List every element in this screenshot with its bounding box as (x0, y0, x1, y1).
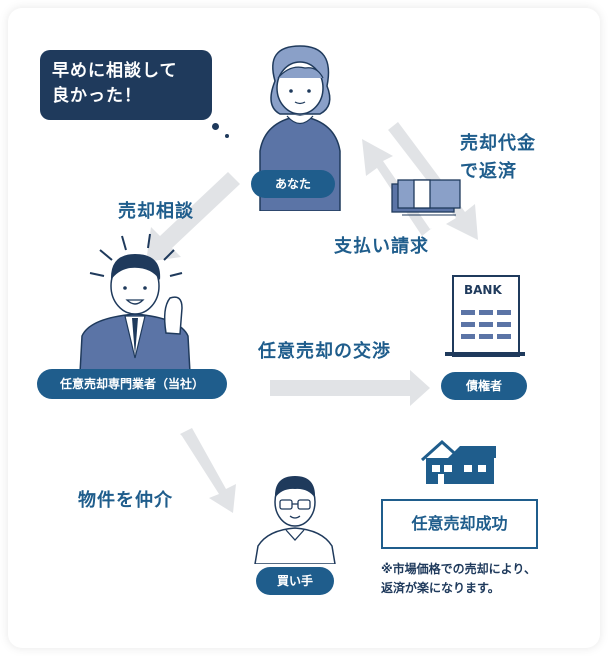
consult-label: 売却相談 (118, 201, 194, 222)
success-box: 任意売却成功 (381, 499, 538, 549)
bubble-dot-small (225, 134, 229, 138)
house-icon (420, 439, 496, 484)
repay-line-1: 売却代金 (460, 133, 536, 154)
speech-bubble: 早めに相談して 良かった！ (40, 50, 212, 120)
negotiate-arrow (270, 370, 430, 406)
speech-line-2: 良かった！ (52, 86, 142, 106)
consult-arrow (146, 172, 240, 262)
bank-sign: BANK (464, 283, 502, 297)
bank-building-icon (445, 275, 525, 357)
repay-label: 売却代金 で返済 (460, 130, 536, 186)
person-agent-icon (79, 233, 191, 373)
node-buyer: 買い手 (256, 567, 334, 595)
broker-arrow (180, 428, 236, 513)
negotiate-label: 任意売却の交渉 (258, 341, 391, 362)
node-agent: 任意売却専門業者（当社） (37, 369, 227, 399)
note-line-1: ※市場価格での売却により、 (381, 562, 536, 576)
money-icon (391, 179, 461, 216)
node-bank: 債権者 (441, 372, 527, 400)
result-note: ※市場価格での売却により、 返済が楽になります。 (381, 560, 536, 598)
speech-line-1: 早めに相談して (52, 61, 178, 81)
request-label: 支払い請求 (334, 236, 429, 257)
note-line-2: 返済が楽になります。 (381, 581, 500, 595)
broker-label: 物件を仲介 (78, 490, 173, 511)
bubble-dot-large (212, 123, 219, 130)
repay-line-2: で返済 (460, 161, 517, 182)
node-you: あなた (251, 170, 335, 198)
person-buyer-icon (254, 476, 336, 564)
